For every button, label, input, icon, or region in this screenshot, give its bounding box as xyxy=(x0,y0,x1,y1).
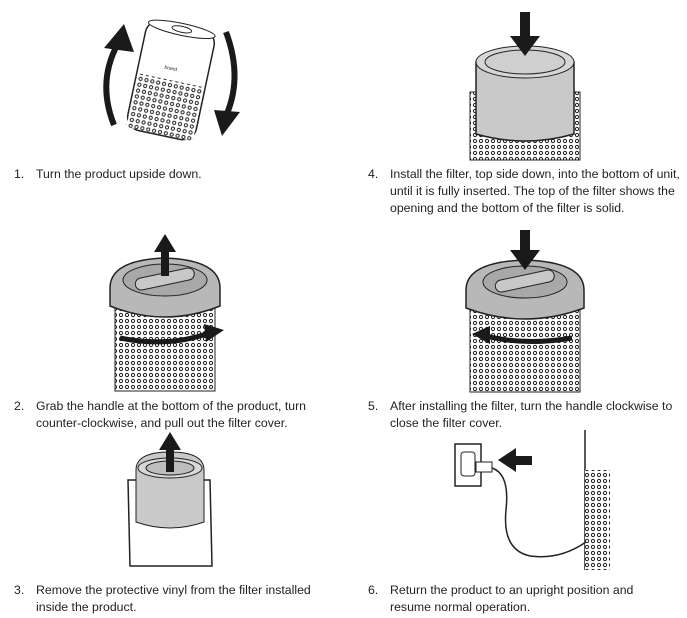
illustration-remove-vinyl xyxy=(120,430,220,570)
illustration-upside-down: brand xyxy=(90,10,250,145)
step-text: Remove the protective vinyl from the fil… xyxy=(36,583,311,614)
illustration-close-cover xyxy=(460,230,590,395)
step-number: 3. xyxy=(14,583,25,597)
step-number: 1. xyxy=(14,167,25,181)
step-5: 5. After installing the filter, turn the… xyxy=(368,398,680,432)
step-4: 4. Install the filter, top side down, in… xyxy=(368,166,680,217)
step-number: 2. xyxy=(14,399,25,413)
svg-text:brand: brand xyxy=(164,65,178,74)
step-text: Grab the handle at the bottom of the pro… xyxy=(36,399,307,430)
step-text: Return the product to an upright positio… xyxy=(390,583,634,614)
step-2: 2. Grab the handle at the bottom of the … xyxy=(14,398,329,432)
step-3: 3. Remove the protective vinyl from the … xyxy=(14,582,314,616)
step-text: After installing the filter, turn the ha… xyxy=(390,399,673,430)
step-text: Turn the product upside down. xyxy=(36,167,202,181)
illustration-plug-in xyxy=(440,430,610,570)
step-number: 5. xyxy=(368,399,379,413)
illustration-open-cover xyxy=(100,228,230,393)
step-text: Install the filter, top side down, into … xyxy=(390,167,680,215)
illustration-install-filter xyxy=(460,12,590,162)
step-number: 4. xyxy=(368,167,379,181)
step-1: 1. Turn the product upside down. xyxy=(14,166,314,183)
step-6: 6. Return the product to an upright posi… xyxy=(368,582,658,616)
step-number: 6. xyxy=(368,583,379,597)
